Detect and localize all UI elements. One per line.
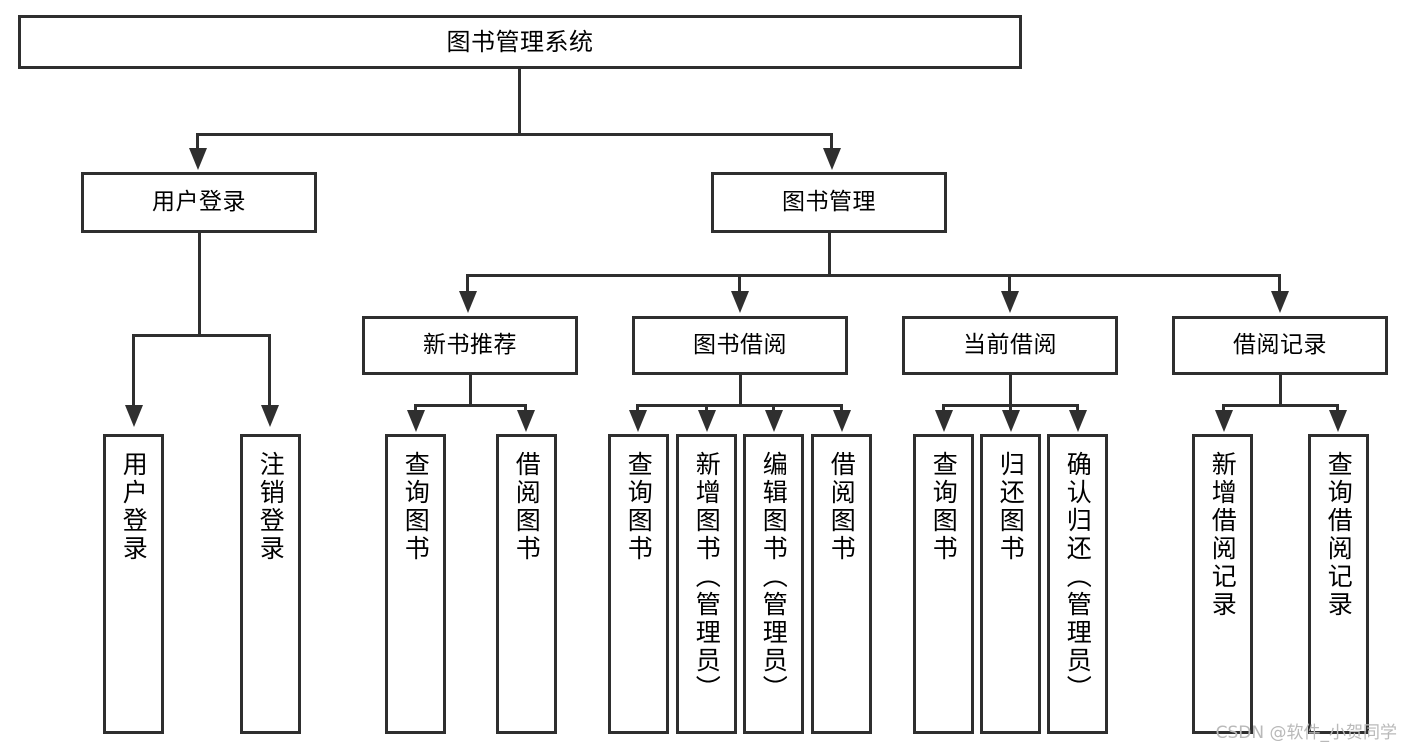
connector-book-manage-stem xyxy=(828,233,831,274)
connector-borrow-record-child-1 xyxy=(1222,404,1225,412)
leaf-label: 新增图书（管理员） xyxy=(692,451,722,703)
connector-new-book-child-1 xyxy=(414,404,417,412)
csdn-watermark: CSDN @软件_小贺同学 xyxy=(1215,723,1397,743)
leaf-current-borrow-confirm-return[interactable]: 确认归还（管理员） xyxy=(1047,434,1108,734)
connector-current-borrow-child-3 xyxy=(1076,404,1079,412)
node-label: 新书推荐 xyxy=(423,331,517,358)
node-label: 借阅记录 xyxy=(1233,331,1327,358)
connector-to-user-login xyxy=(196,133,199,152)
arrow-to-book-borrow xyxy=(731,291,749,313)
leaf-borrow-record-add[interactable]: 新增借阅记录 xyxy=(1192,434,1253,734)
node-new-book-recommend[interactable]: 新书推荐 xyxy=(362,316,578,375)
leaf-label: 用户登录 xyxy=(119,451,149,563)
leaf-current-borrow-query[interactable]: 查询图书 xyxy=(913,434,974,734)
connector-new-book-bus xyxy=(414,404,527,407)
node-current-borrow[interactable]: 当前借阅 xyxy=(902,316,1118,375)
arrow-borrow-record-child-1 xyxy=(1215,410,1233,432)
node-user-login[interactable]: 用户登录 xyxy=(81,172,317,233)
connector-borrow-record-bus xyxy=(1222,404,1339,407)
arrow-current-borrow-child-3 xyxy=(1069,410,1087,432)
leaf-current-borrow-return[interactable]: 归还图书 xyxy=(980,434,1041,734)
leaf-label: 归还图书 xyxy=(996,451,1026,563)
leaf-user-login-logout[interactable]: 注销登录 xyxy=(240,434,301,734)
leaf-book-borrow-query[interactable]: 查询图书 xyxy=(608,434,669,734)
node-book-borrow[interactable]: 图书借阅 xyxy=(632,316,848,375)
leaf-book-borrow-edit[interactable]: 编辑图书（管理员） xyxy=(743,434,804,734)
connector-root-bus xyxy=(196,133,833,136)
node-root-system[interactable]: 图书管理系统 xyxy=(18,15,1022,69)
leaf-label: 查询图书 xyxy=(624,451,654,563)
leaf-book-borrow-borrow[interactable]: 借阅图书 xyxy=(811,434,872,734)
arrow-user-login-child-1 xyxy=(125,405,143,427)
node-label: 用户登录 xyxy=(152,188,246,215)
arrow-user-login-child-2 xyxy=(261,405,279,427)
connector-user-login-bus xyxy=(132,334,271,337)
connector-book-borrow-child-3 xyxy=(772,404,775,412)
connector-to-book-manage xyxy=(830,133,833,152)
node-label: 图书管理 xyxy=(782,188,876,215)
arrow-to-new-book xyxy=(459,291,477,313)
connector-to-book-borrow xyxy=(738,274,741,293)
arrow-to-current-borrow xyxy=(1001,291,1019,313)
leaf-label: 查询图书 xyxy=(401,451,431,563)
leaf-label: 编辑图书（管理员） xyxy=(759,451,789,703)
arrow-borrow-record-child-2 xyxy=(1329,410,1347,432)
connector-book-borrow-stem xyxy=(739,375,742,404)
arrow-book-borrow-child-3 xyxy=(765,410,783,432)
connector-book-borrow-child-1 xyxy=(636,404,639,412)
connector-user-login-child-1 xyxy=(132,334,135,407)
arrow-current-borrow-child-1 xyxy=(935,410,953,432)
connector-current-borrow-child-2 xyxy=(1009,404,1012,412)
connector-book-manage-bus xyxy=(466,274,1280,277)
leaf-user-login-login[interactable]: 用户登录 xyxy=(103,434,164,734)
leaf-new-book-borrow[interactable]: 借阅图书 xyxy=(496,434,557,734)
arrow-new-book-child-2 xyxy=(517,410,535,432)
connector-book-borrow-child-4 xyxy=(840,404,843,412)
connector-current-borrow-stem xyxy=(1009,375,1012,404)
node-borrow-record[interactable]: 借阅记录 xyxy=(1172,316,1388,375)
leaf-book-borrow-add[interactable]: 新增图书（管理员） xyxy=(676,434,737,734)
node-book-manage[interactable]: 图书管理 xyxy=(711,172,947,233)
arrow-current-borrow-child-2 xyxy=(1002,410,1020,432)
connector-book-borrow-child-2 xyxy=(705,404,708,412)
connector-new-book-stem xyxy=(469,375,472,404)
connector-to-new-book xyxy=(466,274,469,293)
arrow-book-borrow-child-1 xyxy=(629,410,647,432)
node-label: 图书管理系统 xyxy=(446,27,594,56)
arrow-book-borrow-child-4 xyxy=(833,410,851,432)
arrow-to-borrow-record xyxy=(1271,291,1289,313)
connector-to-borrow-record xyxy=(1278,274,1281,293)
connector-root-stem xyxy=(518,69,521,133)
arrow-to-book-manage xyxy=(823,148,841,170)
connector-current-borrow-child-1 xyxy=(942,404,945,412)
leaf-label: 注销登录 xyxy=(256,451,286,563)
connector-user-login-child-2 xyxy=(268,334,271,407)
arrow-new-book-child-1 xyxy=(407,410,425,432)
connector-borrow-record-stem xyxy=(1279,375,1282,404)
leaf-label: 查询借阅记录 xyxy=(1324,451,1354,619)
connector-new-book-child-2 xyxy=(524,404,527,412)
arrow-to-user-login xyxy=(189,148,207,170)
leaf-label: 借阅图书 xyxy=(827,451,857,563)
leaf-label: 借阅图书 xyxy=(512,451,542,563)
leaf-borrow-record-query[interactable]: 查询借阅记录 xyxy=(1308,434,1369,734)
leaf-new-book-query[interactable]: 查询图书 xyxy=(385,434,446,734)
leaf-label: 确认归还（管理员） xyxy=(1063,451,1093,703)
connector-book-borrow-bus xyxy=(636,404,843,407)
leaf-label: 新增借阅记录 xyxy=(1208,451,1238,619)
connector-to-current-borrow xyxy=(1008,274,1011,293)
leaf-label: 查询图书 xyxy=(929,451,959,563)
node-label: 图书借阅 xyxy=(693,331,787,358)
connector-user-login-stem xyxy=(198,233,201,334)
node-label: 当前借阅 xyxy=(963,331,1057,358)
arrow-book-borrow-child-2 xyxy=(698,410,716,432)
connector-borrow-record-child-2 xyxy=(1336,404,1339,412)
